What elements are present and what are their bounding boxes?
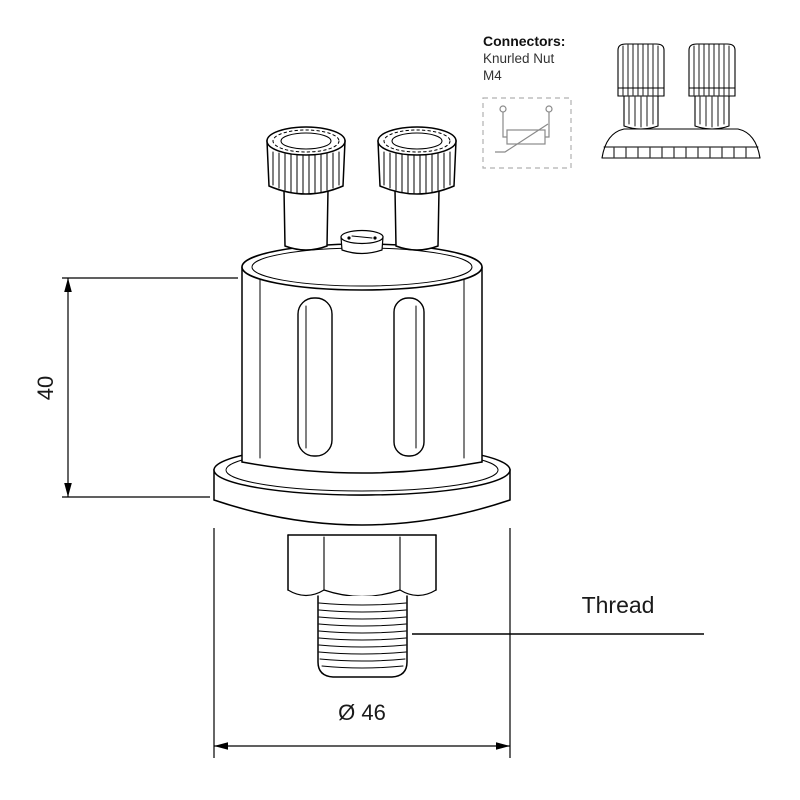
schematic-border bbox=[482, 97, 572, 169]
diameter-dimension-label: Ø 46 bbox=[338, 700, 386, 725]
arrowhead-left bbox=[214, 742, 228, 750]
top-view-cap bbox=[601, 128, 761, 159]
threaded-stud bbox=[317, 595, 408, 678]
mini-knurl-lines bbox=[622, 44, 659, 128]
wiring-schematic bbox=[482, 97, 572, 169]
knurled-nut-terminal-right bbox=[377, 126, 457, 251]
dimension-height: 40 bbox=[33, 277, 238, 498]
arrowhead-down bbox=[64, 483, 72, 497]
mini-knurled-nut-right bbox=[688, 43, 736, 130]
knurl-lines bbox=[272, 151, 340, 194]
sensor-main-view bbox=[213, 126, 511, 678]
sensor-body bbox=[241, 266, 483, 474]
height-dimension-label: 40 bbox=[33, 376, 58, 400]
connectors-heading: Connectors: bbox=[483, 33, 565, 49]
connectors-type-label: Knurled Nut bbox=[483, 51, 555, 66]
thread-callout: Thread bbox=[412, 592, 704, 635]
connectors-size-label: M4 bbox=[483, 68, 502, 83]
knurled-nut-terminal bbox=[266, 126, 346, 251]
thermistor-icon bbox=[495, 105, 553, 153]
center-screw bbox=[340, 229, 384, 255]
cap-serrations bbox=[613, 147, 747, 158]
thread-label: Thread bbox=[582, 592, 655, 618]
dimension-diameter: Ø 46 bbox=[213, 528, 511, 758]
connectors-info: Connectors: Knurled Nut M4 bbox=[483, 33, 565, 83]
arrowhead-up bbox=[64, 278, 72, 292]
arrowhead-right bbox=[496, 742, 510, 750]
hex-nut bbox=[287, 534, 437, 598]
mini-knurled-nut bbox=[617, 43, 665, 130]
sensor-top-view bbox=[601, 43, 761, 159]
thread-lines bbox=[318, 602, 407, 669]
